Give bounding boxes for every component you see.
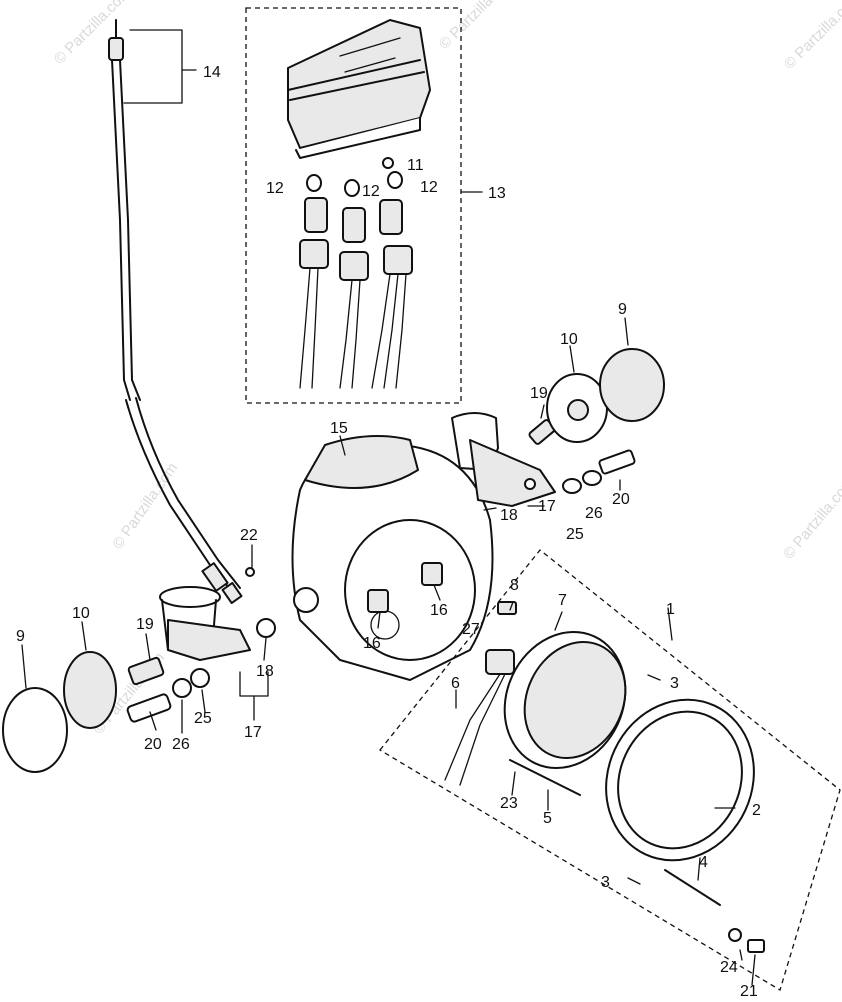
left-bracket-assembly xyxy=(2,567,276,773)
label-12b: 12 xyxy=(362,183,380,200)
label-26b: 26 xyxy=(172,736,190,753)
label-13: 13 xyxy=(488,185,506,202)
label-20a: 20 xyxy=(612,491,630,508)
label-25a: 25 xyxy=(566,526,584,543)
label-7: 7 xyxy=(558,592,567,609)
label-19a: 19 xyxy=(530,385,548,402)
label-8: 8 xyxy=(510,577,519,594)
part-labels: 1 2 3 3 4 5 6 7 8 9 9 10 10 11 12 12 12 … xyxy=(16,64,761,1000)
label-5: 5 xyxy=(543,810,552,827)
label-6: 6 xyxy=(451,675,460,692)
meter-assembly xyxy=(245,7,483,404)
right-bracket-assembly xyxy=(451,348,665,507)
label-15: 15 xyxy=(330,420,348,437)
watermark-3: © Partzilla.com xyxy=(781,0,842,73)
label-21: 21 xyxy=(740,983,758,1000)
watermark-5: © Partzilla.com xyxy=(780,474,842,562)
label-27: 27 xyxy=(462,621,480,638)
label-17b: 17 xyxy=(244,724,262,741)
label-10a: 10 xyxy=(560,331,578,348)
label-16a: 16 xyxy=(430,602,448,619)
label-9b: 9 xyxy=(16,628,25,645)
label-20b: 20 xyxy=(144,736,162,753)
label-3a: 3 xyxy=(670,675,679,692)
label-17a: 17 xyxy=(538,498,556,515)
label-12c: 12 xyxy=(420,179,438,196)
label-1: 1 xyxy=(666,601,675,618)
label-22: 22 xyxy=(240,527,258,544)
label-18b: 18 xyxy=(256,663,274,680)
label-14: 14 xyxy=(203,64,221,81)
label-24: 24 xyxy=(720,959,738,976)
label-26a: 26 xyxy=(585,505,603,522)
label-18a: 18 xyxy=(500,507,518,524)
leader-lines xyxy=(21,317,756,986)
speedometer-cable xyxy=(108,19,243,604)
label-11: 11 xyxy=(407,157,424,174)
label-10b: 10 xyxy=(72,605,90,622)
label-9a: 9 xyxy=(618,301,627,318)
label-16b: 16 xyxy=(363,635,381,652)
label-25b: 25 xyxy=(194,710,212,727)
label-19b: 19 xyxy=(136,616,154,633)
label-4: 4 xyxy=(699,854,708,871)
label-23: 23 xyxy=(500,795,518,812)
label-2: 2 xyxy=(752,802,761,819)
label-12a: 12 xyxy=(266,180,284,197)
headlight-unit xyxy=(379,549,841,991)
headlight-case xyxy=(291,435,494,681)
label-3b: 3 xyxy=(601,874,610,891)
